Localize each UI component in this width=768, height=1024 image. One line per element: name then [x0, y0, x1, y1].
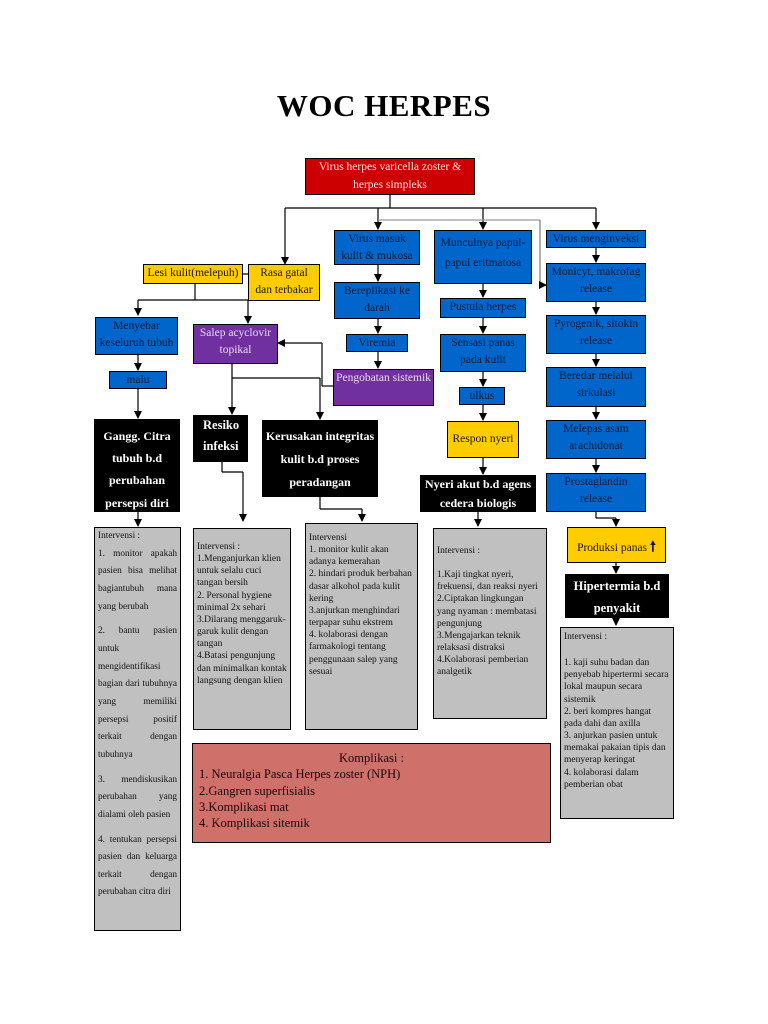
respon-nyeri-box: Respon nyeri [447, 421, 519, 458]
intervensi-resiko-item-3: 3.Dilarang menggaruk-garuk kulit dengan … [197, 614, 286, 650]
pyrogenik-box: Pyrogenik, sitokin release [546, 315, 646, 354]
salep-box: Salep acyclovir topikal [193, 324, 278, 364]
komplikasi-item-2: 2.Gangren superfisialis [199, 783, 315, 798]
intervensi-resiko: Intervensi : 1.Menganjurkan klien untuk … [193, 528, 291, 730]
diagnosis-citra-tubuh: Gangg. Citra tubuh b.d perubahan perseps… [94, 419, 180, 512]
malu-box: malu [109, 371, 167, 389]
intervensi-nyeri-header: Intervensi : [437, 546, 481, 556]
komplikasi-item-4: 4. Komplikasi sitemik [199, 816, 310, 830]
produksi-panas-box: Produksi panas 🠕 [567, 527, 666, 563]
menyebar-box: Menyebar keseluruh tubuh [95, 317, 178, 355]
intervensi-kerusakan: Intervensi 1. monitor kulit akan adanya … [305, 523, 418, 730]
intervensi-hipertermia-item-2: 2. beri kompres hangat pada dahi dan axi… [564, 706, 652, 729]
intervensi-hipertermia-item-1: 1. kaji suhu badan dan penyebab hiperter… [564, 658, 669, 705]
intervensi-kerusakan-header: Intervensi [309, 533, 347, 543]
komplikasi-header: Komplikasi : [339, 751, 404, 765]
diagnosis-kerusakan-integritas: Kerusakan integritas kulit b.d proses pe… [262, 420, 378, 497]
diagnosis-nyeri-akut: Nyeri akut b.d agens cedera biologis [420, 475, 536, 512]
intervensi-resiko-item-4: 4.Batasi pengunjung dan minimalkan konta… [197, 651, 287, 686]
pustula-box: Pustula herpes [440, 298, 526, 318]
arrow-up-icon: 🠕 [649, 540, 656, 555]
intervensi-hipertermia-item-4: 4. kolaborasi dalam pemberian obat [564, 767, 639, 790]
sensasi-box: Sensasi panas pada kulit [440, 334, 526, 372]
intervensi-nyeri-item-3: 3.Mengajarkan teknik relaksasi distraksi [437, 630, 521, 654]
intervensi-hipertermia: Intervensi : 1. kaji suhu badan dan peny… [560, 627, 674, 819]
lesi-kulit-box: Lesi kulit(melepuh) [143, 264, 243, 284]
komplikasi-box: Komplikasi : 1. Neuralgia Pasca Herpes z… [192, 743, 551, 843]
intervensi-citra-item-4: 4. tentukan persepsi pasien dan keluarga… [98, 834, 177, 898]
virus-masuk-box: Virus masuk kulit & mukosa [334, 230, 420, 265]
rasa-gatal-box: Rasa gatal dan terbakar [248, 264, 320, 301]
intervensi-resiko-item-2: 2. Personal hygiene minimal 2x sehari [197, 590, 272, 613]
virus-box: Virus herpes varicella zoster & herpes s… [305, 158, 475, 195]
intervensi-nyeri-item-4: 4.Kolaborasi pemberian analgetik [437, 655, 529, 678]
intervensi-resiko-header: Intervensi : [197, 542, 241, 552]
intervensi-resiko-item-1: 1.Menganjurkan klien untuk selalu cuci t… [197, 554, 281, 589]
produksi-panas-label: Produksi panas [577, 542, 648, 554]
viremia-box: Viremia [346, 334, 408, 352]
intervensi-hipertermia-header: Intervensi : [564, 632, 608, 642]
bereplikasi-box: Bereplikasi ke darah [334, 282, 420, 319]
intervensi-nyeri-item-1: 1.Kaji tingkat nyeri, frekuensi, dan rea… [437, 570, 538, 593]
virus-menginveksi-box: Virus menginveksi [546, 230, 646, 248]
intervensi-hipertermia-item-3: 3. anjurkan pasien untuk memakai pakaian… [564, 731, 666, 766]
diagnosis-resiko-infeksi: Resiko infeksi [193, 415, 248, 462]
beredar-box: Beredar melalui sirkulasi [546, 367, 646, 407]
komplikasi-item-1: 1. Neuralgia Pasca Herpes zoster (NPH) [199, 767, 401, 782]
intervensi-nyeri-item-2: 2.Ciptakan lingkungan yang nyaman : memb… [437, 594, 537, 629]
diagnosis-hipertermia: Hipertermia b.d penyakit [565, 574, 669, 618]
intervensi-citra-item-1: 1. monitor apakah pasien bisa melihat ba… [98, 548, 177, 612]
prostaglandin-box: Prostaglandin release [546, 473, 646, 512]
intervensi-kerusakan-item-2: 2. hindari produk berbahan dasar alkohol… [309, 569, 412, 604]
intervensi-citra-item-2: 2. bantu pasien untuk mengidentifikasi b… [98, 626, 177, 760]
papul-box: Munculnya papul-papul eritmatosa [434, 230, 532, 284]
melepas-box: Melepas asam arachidonat [546, 420, 646, 459]
komplikasi-item-3: 3.Komplikasi mat [199, 799, 289, 814]
intervensi-kerusakan-item-4: 4. kolaborasi dengan farmakologi tentang… [309, 630, 398, 677]
page-title: WOC HERPES [276, 88, 492, 123]
ulkus-box: ulkus [459, 387, 505, 405]
intervensi-kerusakan-item-1: 1. monitor kulit akan adanya kemerahan [309, 545, 389, 568]
intervensi-citra: Intervensi : 1. monitor apakah pasien bi… [94, 527, 181, 931]
intervensi-nyeri: Intervensi : 1.Kaji tingkat nyeri, freku… [433, 528, 547, 719]
pengobatan-box: Pengobatan sistemik [333, 369, 434, 406]
intervensi-kerusakan-item-3: 3.anjurkan menghindari terpapar suhu eks… [309, 605, 400, 629]
monicyt-box: Monicyt, makrofag release [546, 263, 646, 302]
intervensi-citra-item-3: 3. mendiskusikan perubahan yang dialami … [98, 774, 177, 820]
intervensi-citra-header: Intervensi : [98, 531, 141, 541]
